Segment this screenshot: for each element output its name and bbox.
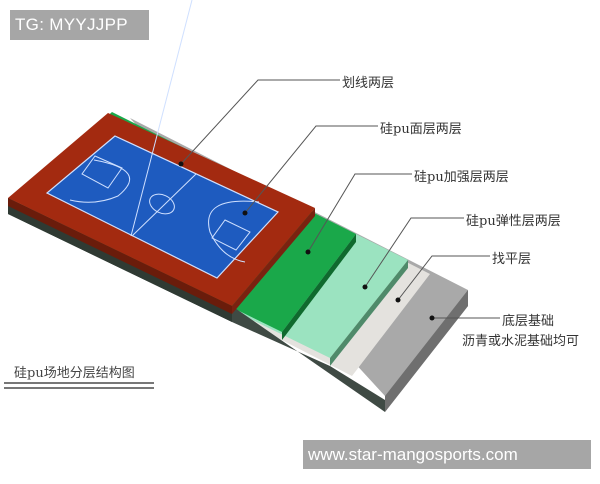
basketball-court [45, 0, 279, 279]
watermark-bottom: www.star-mangosports.com [303, 440, 591, 469]
label-elastic-layer: 硅pu弹性层两层 [466, 214, 561, 229]
label-surface-layer: 硅pu面层两层 [380, 122, 462, 137]
leader-dots [178, 161, 435, 321]
label-reinforcement-layer: 硅pu加强层两层 [414, 170, 509, 185]
diagram-caption: 硅pu场地分层结构图 [14, 366, 135, 381]
watermark-top: TG: MYYJJPP [10, 10, 149, 40]
caption-underline [4, 382, 154, 384]
label-base-layer-note: 沥青或水泥基础均可 [462, 334, 580, 349]
caption-underline-2 [4, 387, 154, 389]
label-leveling-layer: 找平层 [492, 252, 532, 267]
label-marking-layer: 划线两层 [342, 76, 395, 91]
label-base-layer: 底层基础 [502, 314, 555, 329]
leader-lines [180, 79, 500, 319]
